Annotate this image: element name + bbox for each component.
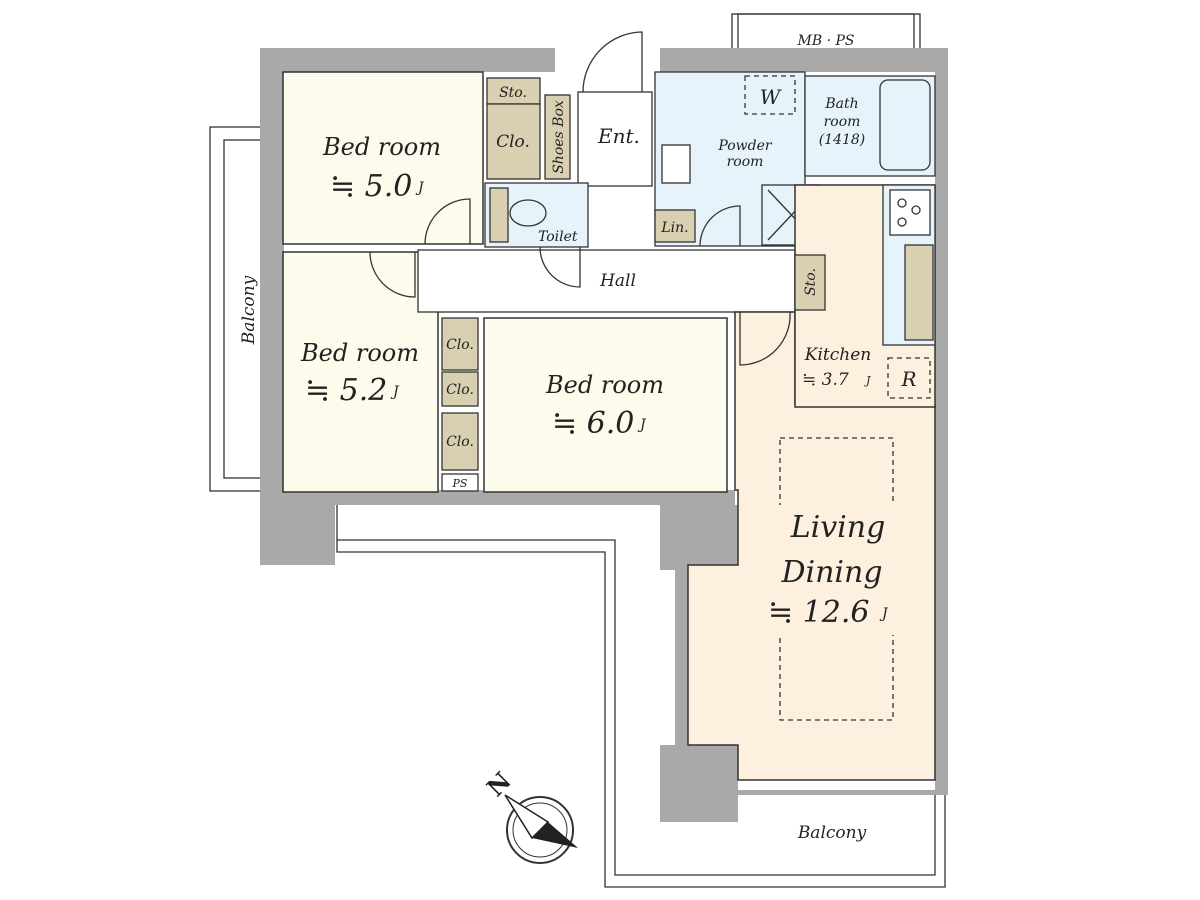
bath-label-1: Bath xyxy=(824,96,858,112)
clo-top-label: Clo. xyxy=(496,132,530,152)
bedroom-2-label: Bed room xyxy=(300,339,419,367)
bath-label-3: (1418) xyxy=(819,132,866,148)
bedroom-1: Bed room ≒ 5.0 J xyxy=(282,71,484,245)
balcony-left-label: Balcony xyxy=(239,275,259,345)
compass-north-label: N xyxy=(481,766,517,802)
ld-label-1: Living xyxy=(790,510,886,545)
bedroom-1-unit: J xyxy=(415,180,425,196)
hall-label: Hall xyxy=(599,271,636,291)
bedroom-2-unit: J xyxy=(390,384,400,400)
kitchen: R Kitchen ≒ 3.7 J Sto. xyxy=(794,184,936,408)
closets-middle: Clo. Clo. Clo. PS xyxy=(441,317,479,492)
balcony-bottom-label: Balcony xyxy=(797,823,867,843)
doors xyxy=(369,198,791,366)
toilet-label: Toilet xyxy=(538,229,578,245)
sto-hall-label: Sto. xyxy=(803,268,819,296)
bathroom: Bath room (1418) xyxy=(804,75,936,177)
clo-2-label: Clo. xyxy=(446,382,474,398)
bedroom-3-unit: J xyxy=(637,417,647,433)
mb-ps-label: MB · PS xyxy=(797,33,855,49)
bedroom-2-area: ≒ 5.2 xyxy=(305,373,387,408)
entrance: Ent. xyxy=(577,31,653,187)
sto-top-label: Sto. xyxy=(499,85,527,101)
ps-label: PS xyxy=(452,477,468,490)
fridge-label: R xyxy=(900,367,916,391)
clo-1-label: Clo. xyxy=(446,337,474,353)
kitchen-unit: J xyxy=(864,374,871,387)
toilet: Toilet xyxy=(484,182,589,248)
bedroom-3-label: Bed room xyxy=(545,371,664,399)
storage-top: Sto. Clo. Shoes Box xyxy=(486,77,571,180)
entrance-label: Ent. xyxy=(597,124,640,148)
powder-room-label-2: room xyxy=(727,154,764,170)
bedroom-1-label: Bed room xyxy=(322,133,441,161)
ld-label-2: Dining xyxy=(780,555,882,590)
kitchen-area: ≒ 3.7 xyxy=(802,370,849,390)
ld-area: ≒ 12.6 xyxy=(768,595,869,630)
mb-ps: MB · PS xyxy=(731,13,921,63)
north-compass-icon: N xyxy=(481,766,578,864)
bedroom-2: Bed room ≒ 5.2 J xyxy=(282,251,439,493)
balcony-bottom: Balcony xyxy=(336,495,946,888)
powder-room-label-1: Powder xyxy=(717,138,773,154)
clo-3-label: Clo. xyxy=(446,434,474,450)
ld-unit: J xyxy=(879,606,889,622)
bedroom-3-area: ≒ 6.0 xyxy=(552,406,634,441)
washer-label: W xyxy=(760,85,782,109)
walls xyxy=(260,48,948,822)
bedroom-1-area: ≒ 5.0 xyxy=(330,169,412,204)
shoes-box-label: Shoes Box xyxy=(551,100,567,174)
kitchen-label: Kitchen xyxy=(804,345,871,365)
hall: Hall xyxy=(417,249,796,313)
living-dining: Living Dining ≒ 12.6 J xyxy=(687,311,936,781)
bedroom-3: Bed room ≒ 6.0 J xyxy=(483,317,728,493)
bath-label-2: room xyxy=(824,114,861,130)
lin-label: Lin. xyxy=(660,220,688,236)
